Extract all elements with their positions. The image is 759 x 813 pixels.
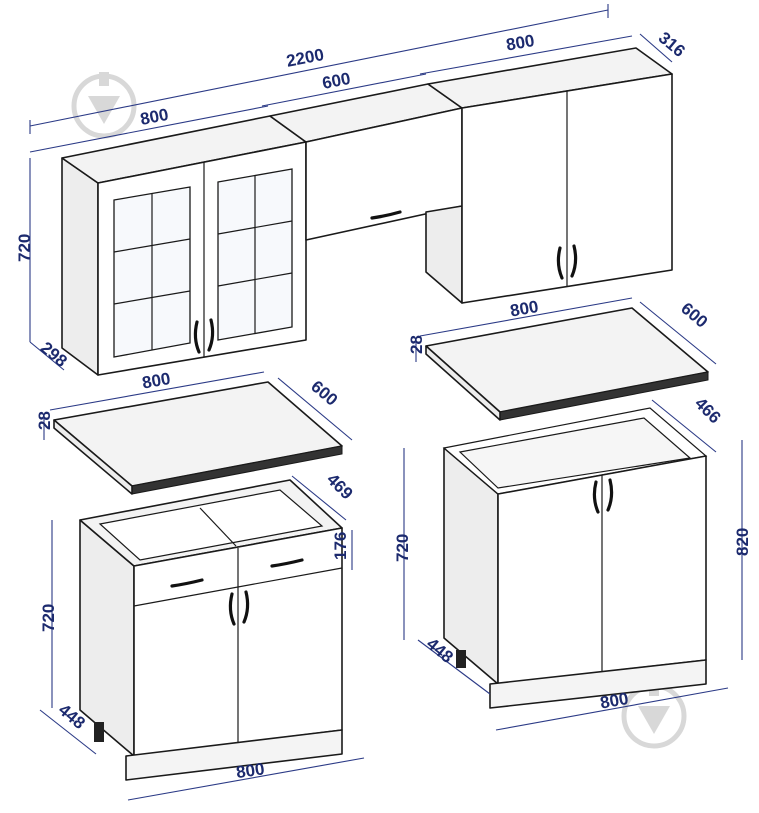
dimension-lines xyxy=(29,4,743,801)
dim-base-left-drawer-height: 176 xyxy=(331,532,350,560)
dim-wall-right-width: 800 xyxy=(505,31,536,55)
dim-base-left-width: 800 xyxy=(235,759,266,782)
dim-wall-left-width: 800 xyxy=(139,105,170,129)
dim-total-width: 2200 xyxy=(285,45,326,71)
dim-base-left-depth-inner: 469 xyxy=(323,470,356,503)
dim-sink-base-total-height: 820 xyxy=(733,528,752,556)
dim-top-left-thickness: 28 xyxy=(35,411,54,430)
dim-top-left-width: 800 xyxy=(141,369,172,393)
dim-base-left-height: 720 xyxy=(39,604,58,632)
dim-top-right-width: 800 xyxy=(509,297,540,321)
worktop-left xyxy=(53,381,343,495)
dim-top-left-depth: 600 xyxy=(307,377,341,410)
base-cabinet-drawer xyxy=(79,479,343,781)
dim-wall-left-height: 720 xyxy=(15,234,34,262)
watermark-logo-top-left xyxy=(71,72,137,139)
wall-cabinet-right xyxy=(427,47,673,304)
worktop-right xyxy=(425,307,709,421)
base-cabinet-sink xyxy=(442,407,708,709)
dim-sink-base-depth-inner: 466 xyxy=(691,394,724,427)
wall-cabinet-glass xyxy=(61,115,307,376)
dim-top-right-depth: 600 xyxy=(677,299,711,332)
dim-top-right-thickness: 28 xyxy=(407,335,426,354)
wall-cabinet-open xyxy=(269,83,463,304)
dim-sink-base-height: 720 xyxy=(393,534,412,562)
dim-sink-base-width: 800 xyxy=(599,689,630,713)
dim-wall-right-depth: 316 xyxy=(655,28,689,61)
